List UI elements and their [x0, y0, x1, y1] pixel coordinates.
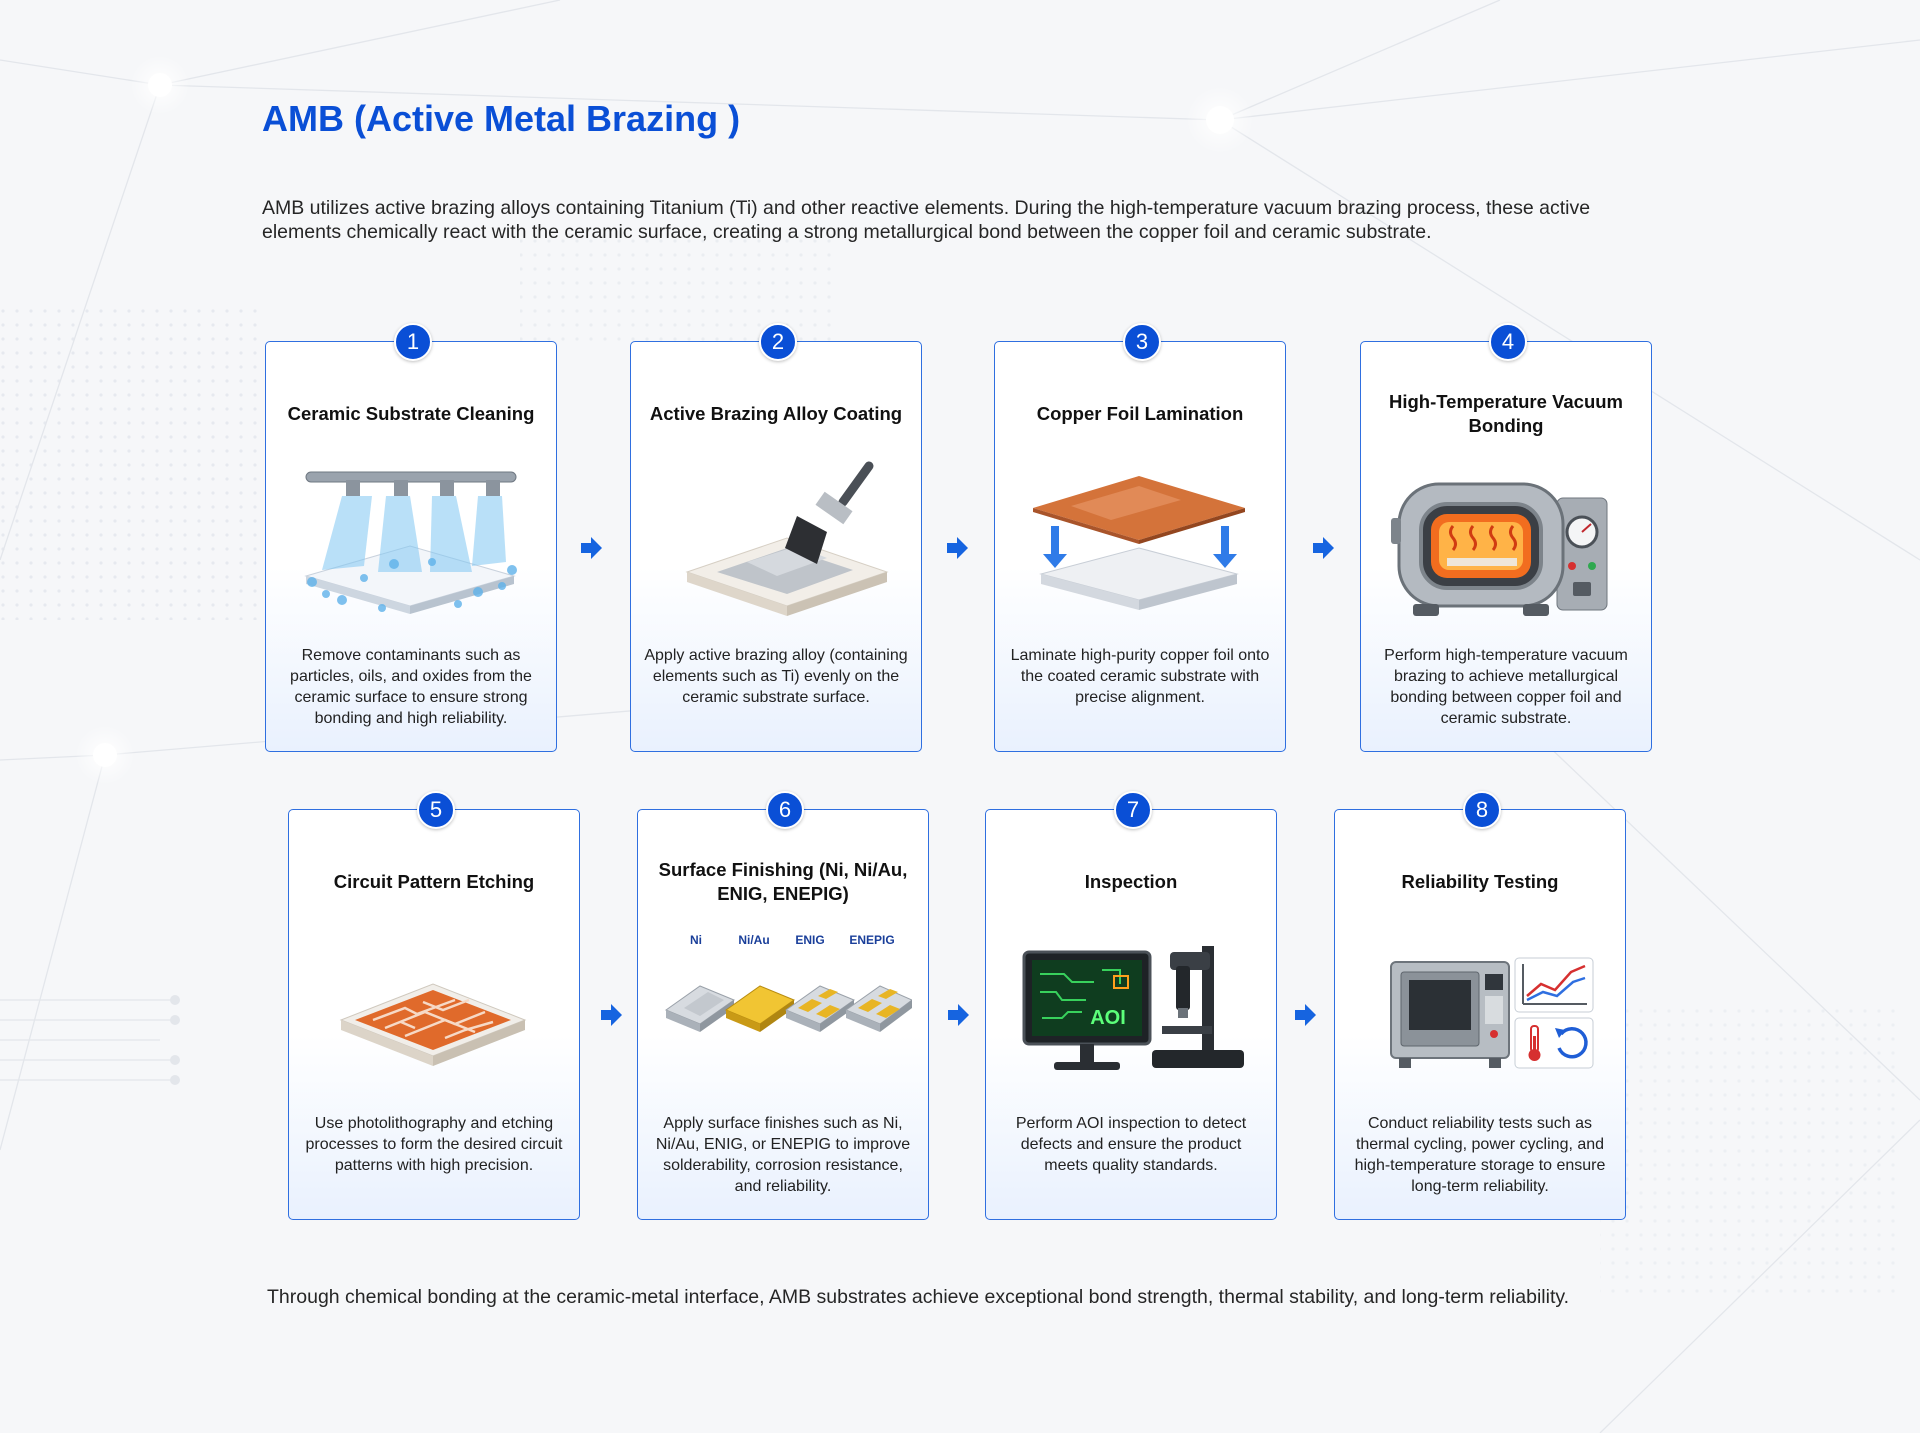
footer-summary: Through chemical bonding at the ceramic-…: [267, 1286, 1570, 1308]
step-title: Inspection: [1084, 871, 1178, 892]
step-title: Active Brazing Alloy Coating: [649, 403, 903, 424]
aoi-screen-label: AOI: [1090, 1007, 1126, 1029]
step-card-3: 3 Copper Foil Lamination Laminate high-p…: [994, 323, 1286, 752]
step-title: Circuit Pattern Etching: [333, 871, 535, 892]
step-number-badge: 1: [394, 323, 432, 361]
step-number-badge: 3: [1123, 323, 1161, 361]
step-description: Remove contaminants such as particles, o…: [290, 647, 532, 727]
finish-label-enig: ENIG: [795, 933, 824, 947]
step-description: Laminate high-purity copper foil onto th…: [1010, 647, 1270, 706]
spray-cleaning-icon: [304, 471, 517, 614]
step-description: Apply active brazing alloy (containing e…: [644, 647, 908, 706]
arrow-right-icon: [601, 1004, 622, 1026]
step-card-2: 2 Active Brazing Alloy Coating Apply act…: [630, 323, 922, 752]
step-title: High-Temperature Vacuum Bonding: [1388, 391, 1624, 436]
step-card-7: 7 Inspection AOI Perform AOI inspection …: [985, 791, 1277, 1220]
step-card-8: 8 Reliability Testing Conduct reliabilit…: [1334, 791, 1626, 1220]
step-number-badge: 4: [1489, 323, 1527, 361]
copper-lamination-icon: [1033, 476, 1245, 610]
step-card-5: 5 Circuit Pattern Etching Use photolitho…: [288, 791, 580, 1220]
step-number-badge: 2: [759, 323, 797, 361]
circuit-etching-icon: [339, 983, 527, 1066]
step-title: Reliability Testing: [1401, 871, 1559, 892]
arrow-right-icon: [581, 537, 602, 559]
finish-label-enepig: ENEPIG: [849, 933, 894, 947]
step-card-1: 1 Ceramic Substrate Cleaning Remove cont…: [265, 323, 557, 752]
step-number-badge: 5: [417, 791, 455, 829]
step-description: Apply surface finishes such as Ni, Ni/Au…: [655, 1115, 911, 1195]
arrow-right-icon: [947, 537, 968, 559]
step-description: Use photolithography and etching process…: [305, 1115, 563, 1174]
step-card-6: 6 Surface Finishing (Ni, Ni/Au, ENIG, EN…: [637, 791, 929, 1220]
step-title: Surface Finishing (Ni, Ni/Au, ENIG, ENEP…: [658, 859, 908, 904]
arrow-right-icon: [1313, 537, 1334, 559]
step-number-badge: 7: [1114, 791, 1152, 829]
arrow-right-icon: [1295, 1004, 1316, 1026]
reliability-chamber-icon: [1390, 957, 1594, 1069]
step-card-4: 4 High-Temperature Vacuum Bonding Perfor…: [1360, 323, 1652, 752]
step-title: Ceramic Substrate Cleaning: [287, 403, 535, 424]
finish-label-ni: Ni: [690, 933, 702, 947]
finish-label-niau: Ni/Au: [738, 933, 769, 947]
page-title: AMB (Active Metal Brazing ): [262, 98, 741, 139]
brush-coating-icon: [685, 461, 889, 616]
arrow-right-icon: [948, 1004, 969, 1026]
surface-finish-icon: Ni Ni/Au ENIG ENEPIG: [664, 933, 912, 1032]
vacuum-furnace-icon: [1391, 482, 1608, 616]
step-description: Perform AOI inspection to detect defects…: [1015, 1115, 1247, 1174]
intro-paragraph: AMB utilizes active brazing alloys conta…: [262, 197, 1591, 243]
step-description: Perform high-temperature vacuum brazing …: [1384, 647, 1628, 727]
step-description: Conduct reliability tests such as therma…: [1354, 1115, 1606, 1195]
step-number-badge: 6: [766, 791, 804, 829]
step-title: Copper Foil Lamination: [1036, 403, 1244, 424]
aoi-inspection-icon: AOI: [1022, 946, 1244, 1070]
step-number-badge: 8: [1463, 791, 1501, 829]
